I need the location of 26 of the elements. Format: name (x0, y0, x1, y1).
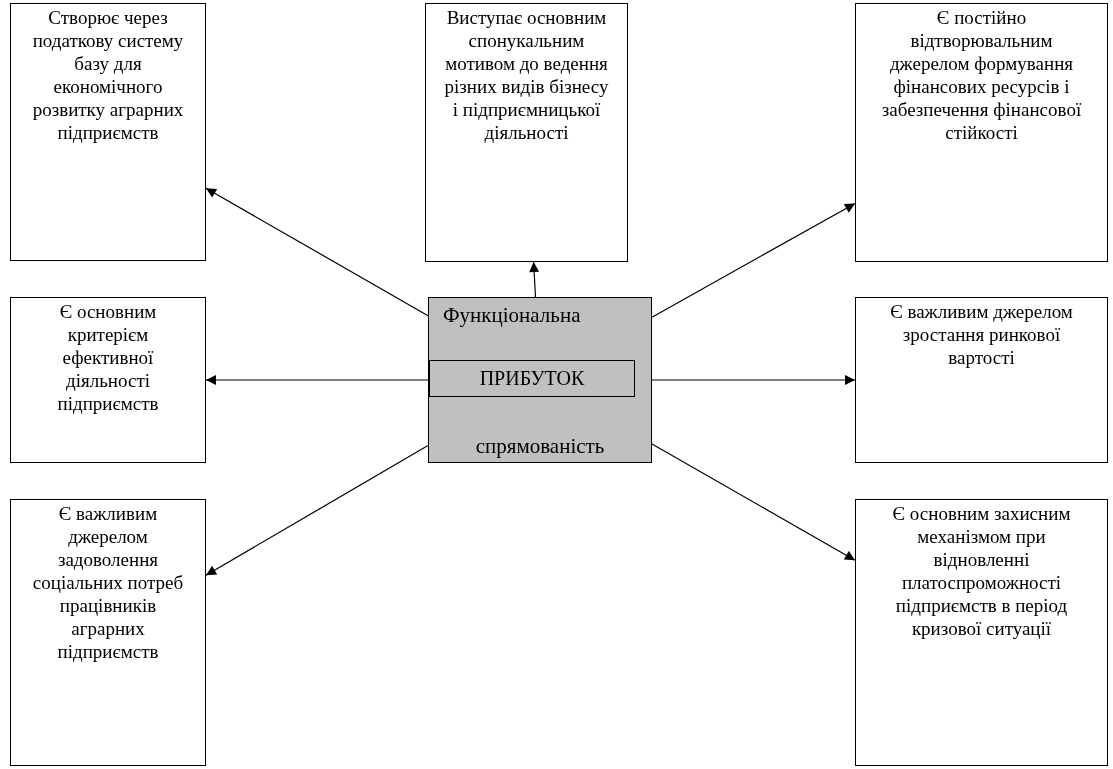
arrow (205, 375, 429, 385)
text-box (10, 297, 206, 463)
box-text: Є основним критерієм ефективної діяльності підприємств (56, 300, 160, 416)
box-text: Є основним захисним механізмом при відновленні платоспроможності підприємств в період кризової ситуації (891, 502, 1072, 641)
arrow (651, 202, 856, 318)
arrow (651, 375, 856, 385)
arrow (651, 443, 856, 561)
arrow (529, 261, 540, 298)
box-text: Виступає основним спонукальним мотивом до ведення різних видів бізнесу і підприємницької діяльності (443, 6, 610, 145)
box-text: спрямованість (474, 433, 606, 460)
text-box (855, 3, 1108, 262)
arrow (205, 444, 429, 576)
text-box (855, 499, 1108, 766)
box-text: Є важливим джерелом задоволення соціальних потреб працівників аграрних підприємств (31, 502, 185, 664)
arrow (205, 187, 429, 317)
text-box (429, 360, 635, 397)
box-text: Є постійно відтворювальним джерелом формування фінансових ресурсів і забезпечення фінансової стійкості (880, 6, 1083, 145)
box-text: Функціональна (442, 302, 582, 329)
text-box (10, 3, 206, 261)
box-text: ПРИБУТОК (478, 366, 586, 391)
text-box (855, 297, 1108, 463)
central-box (428, 297, 652, 463)
text-box (10, 499, 206, 766)
text-box (425, 3, 628, 262)
box-text: Створює через податкову систему базу для економічного розвитку аграрних підприємств (31, 6, 185, 145)
box-text: Є важливим джерелом зростання ринкової вартості (889, 300, 1074, 370)
